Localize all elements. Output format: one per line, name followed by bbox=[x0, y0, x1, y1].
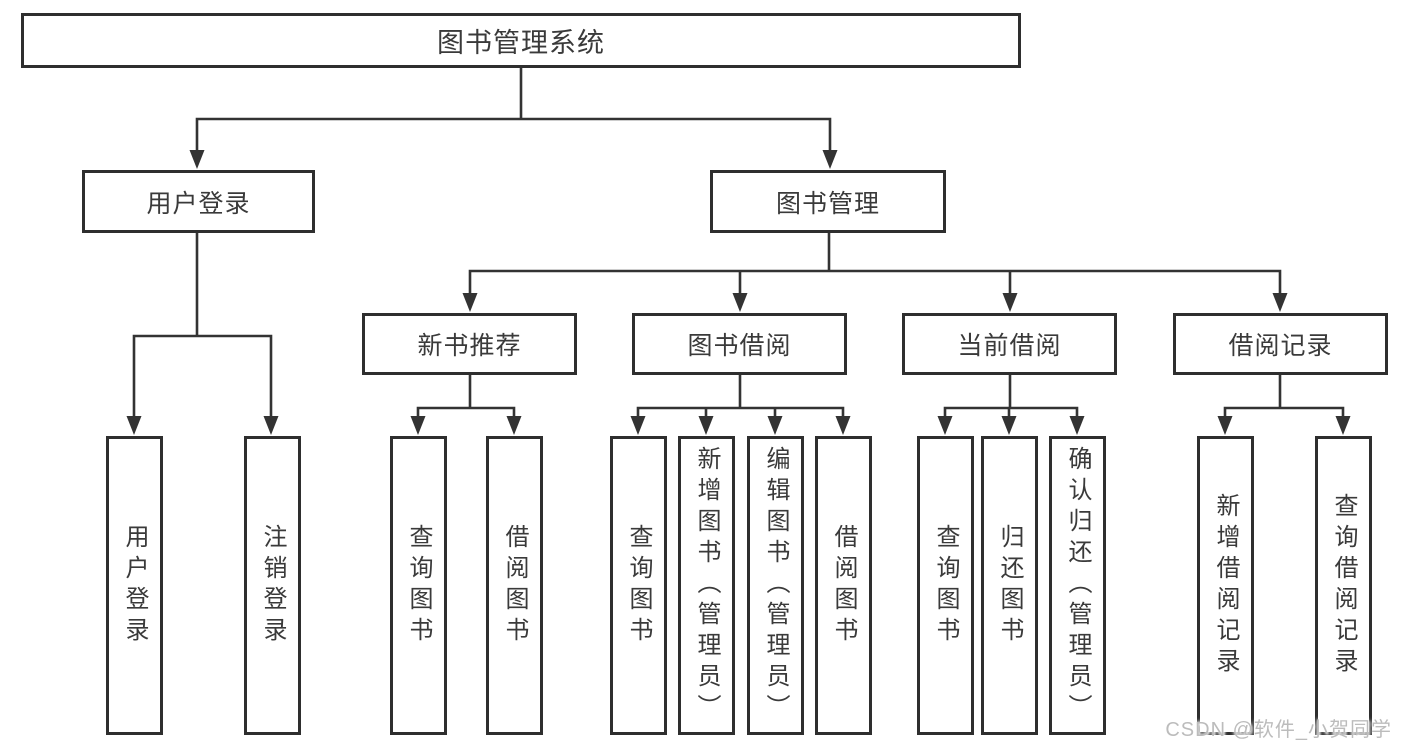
leaf-confirm-return-admin: 确认归还（管理员） bbox=[1049, 436, 1106, 735]
leaf-user-login: 用户登录 bbox=[106, 436, 163, 735]
node-book-management: 图书管理 bbox=[710, 170, 946, 233]
node-book-borrowing: 图书借阅 bbox=[632, 313, 847, 375]
leaf-return-books: 归还图书 bbox=[981, 436, 1038, 735]
leaf-borrow-books-recommend: 借阅图书 bbox=[486, 436, 543, 735]
node-borrowing-records: 借阅记录 bbox=[1173, 313, 1388, 375]
leaf-logout: 注销登录 bbox=[244, 436, 301, 735]
leaf-query-books-borrowing: 查询图书 bbox=[610, 436, 667, 735]
leaf-add-books-admin: 新增图书（管理员） bbox=[678, 436, 735, 735]
leaf-query-borrow-record: 查询借阅记录 bbox=[1315, 436, 1372, 735]
node-user-login: 用户登录 bbox=[82, 170, 315, 233]
leaf-borrow-books-borrowing: 借阅图书 bbox=[815, 436, 872, 735]
node-library-management-system: 图书管理系统 bbox=[21, 13, 1021, 68]
leaf-query-books-current: 查询图书 bbox=[917, 436, 974, 735]
leaf-query-books-recommend: 查询图书 bbox=[390, 436, 447, 735]
watermark-text: CSDN @软件_小贺同学 bbox=[1165, 719, 1392, 741]
leaf-edit-books-admin: 编辑图书（管理员） bbox=[747, 436, 804, 735]
leaf-add-borrow-record: 新增借阅记录 bbox=[1197, 436, 1254, 735]
node-new-book-recommendation: 新书推荐 bbox=[362, 313, 577, 375]
node-current-borrowing: 当前借阅 bbox=[902, 313, 1117, 375]
